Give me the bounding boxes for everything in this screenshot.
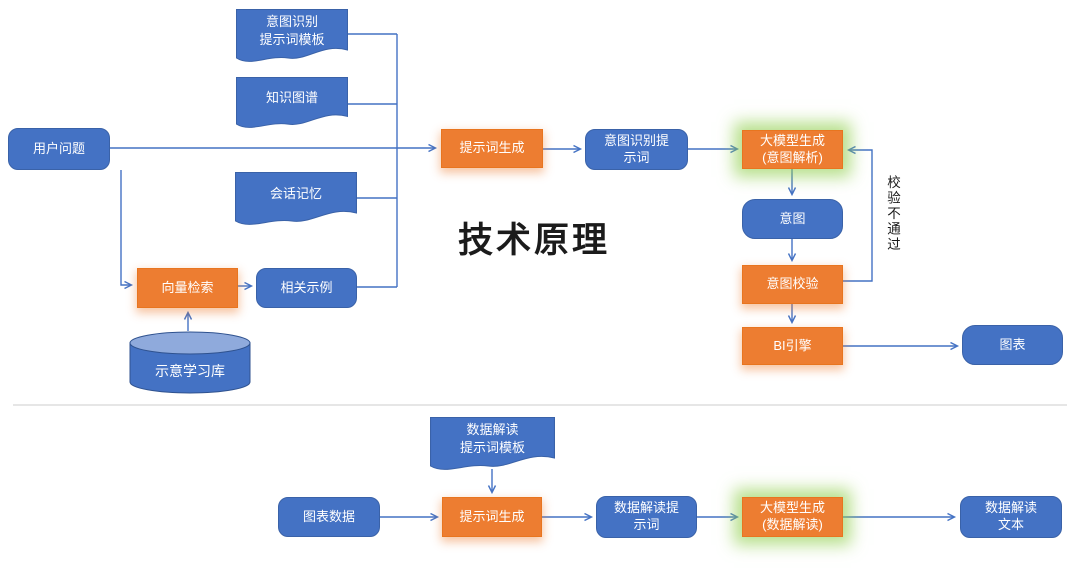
edge-user-question-to-vector-search bbox=[120, 170, 134, 290]
document-shape-icon bbox=[236, 9, 348, 62]
node-data-interpretation-prompt: 数据解读提 示词 bbox=[596, 496, 697, 538]
node-data-prompt-template-label: 数据解读 提示词模板 bbox=[459, 421, 525, 455]
node-vector-search: 向量检索 bbox=[137, 268, 238, 308]
node-intent-prompt-template-label: 意图识别 提示词模板 bbox=[259, 13, 325, 47]
node-user-question-label: 用户问题 bbox=[32, 140, 85, 156]
node-knowledge-graph-label: 知识图谱 bbox=[265, 89, 318, 105]
node-bi-engine: BI引擎 bbox=[742, 327, 843, 365]
document-shape-icon bbox=[235, 172, 357, 225]
node-intent-check-label: 意图校验 bbox=[766, 276, 819, 292]
node-bi-engine-label: BI引擎 bbox=[773, 337, 812, 353]
node-vector-search-label: 向量检索 bbox=[161, 279, 214, 295]
node-example-learning-lib: 示意学习库 bbox=[128, 331, 252, 395]
node-intent-prompt-template: 意图识别 提示词模板 bbox=[236, 9, 348, 62]
node-intent-recognition-prompt: 意图识别提 示词 bbox=[585, 129, 688, 170]
node-intent-check: 意图校验 bbox=[742, 265, 843, 304]
diagram-title: 技术原理 bbox=[458, 221, 611, 260]
node-intent-label: 意图 bbox=[779, 210, 806, 226]
database-shape-icon bbox=[129, 331, 251, 394]
node-related-examples-label: 相关示例 bbox=[280, 279, 333, 295]
node-llm-generation-intent: 大模型生成 (意图解析) bbox=[742, 130, 843, 169]
node-chart: 图表 bbox=[962, 325, 1063, 365]
node-intent-recognition-prompt-label: 意图识别提 示词 bbox=[603, 132, 669, 165]
node-user-question: 用户问题 bbox=[8, 128, 110, 170]
node-prompt-generation-top: 提示词生成 bbox=[441, 129, 543, 168]
document-shape-icon bbox=[430, 417, 555, 470]
section-divider bbox=[13, 404, 1067, 406]
node-data-interpretation-text-label: 数据解读 文本 bbox=[984, 500, 1037, 532]
node-chart-data-label: 图表数据 bbox=[302, 508, 355, 524]
node-example-learning-lib-label: 示意学习库 bbox=[155, 363, 225, 379]
node-prompt-generation-bottom-label: 提示词生成 bbox=[459, 508, 525, 524]
edge-check-fail-feedback bbox=[843, 145, 873, 282]
node-related-examples: 相关示例 bbox=[256, 268, 357, 308]
node-prompt-generation-bottom: 提示词生成 bbox=[442, 497, 542, 537]
node-chart-label: 图表 bbox=[999, 336, 1026, 352]
edge-label-check-fail: 校验不通过 bbox=[885, 175, 900, 253]
node-data-interpretation-prompt-label: 数据解读提 示词 bbox=[613, 500, 679, 532]
node-llm-generation-data: 大模型生成 (数据解读) bbox=[742, 497, 843, 537]
node-llm-generation-data-label: 大模型生成 (数据解读) bbox=[759, 500, 825, 532]
node-session-memory-label: 会话记忆 bbox=[269, 185, 322, 201]
node-chart-data: 图表数据 bbox=[278, 497, 380, 537]
node-data-interpretation-text: 数据解读 文本 bbox=[960, 496, 1062, 538]
node-data-prompt-template: 数据解读 提示词模板 bbox=[430, 417, 555, 470]
node-prompt-generation-top-label: 提示词生成 bbox=[459, 140, 525, 156]
node-intent: 意图 bbox=[742, 199, 843, 239]
document-shape-icon bbox=[236, 77, 348, 128]
node-knowledge-graph: 知识图谱 bbox=[236, 77, 348, 128]
node-session-memory: 会话记忆 bbox=[235, 172, 357, 225]
node-llm-generation-intent-label: 大模型生成 (意图解析) bbox=[759, 132, 825, 165]
